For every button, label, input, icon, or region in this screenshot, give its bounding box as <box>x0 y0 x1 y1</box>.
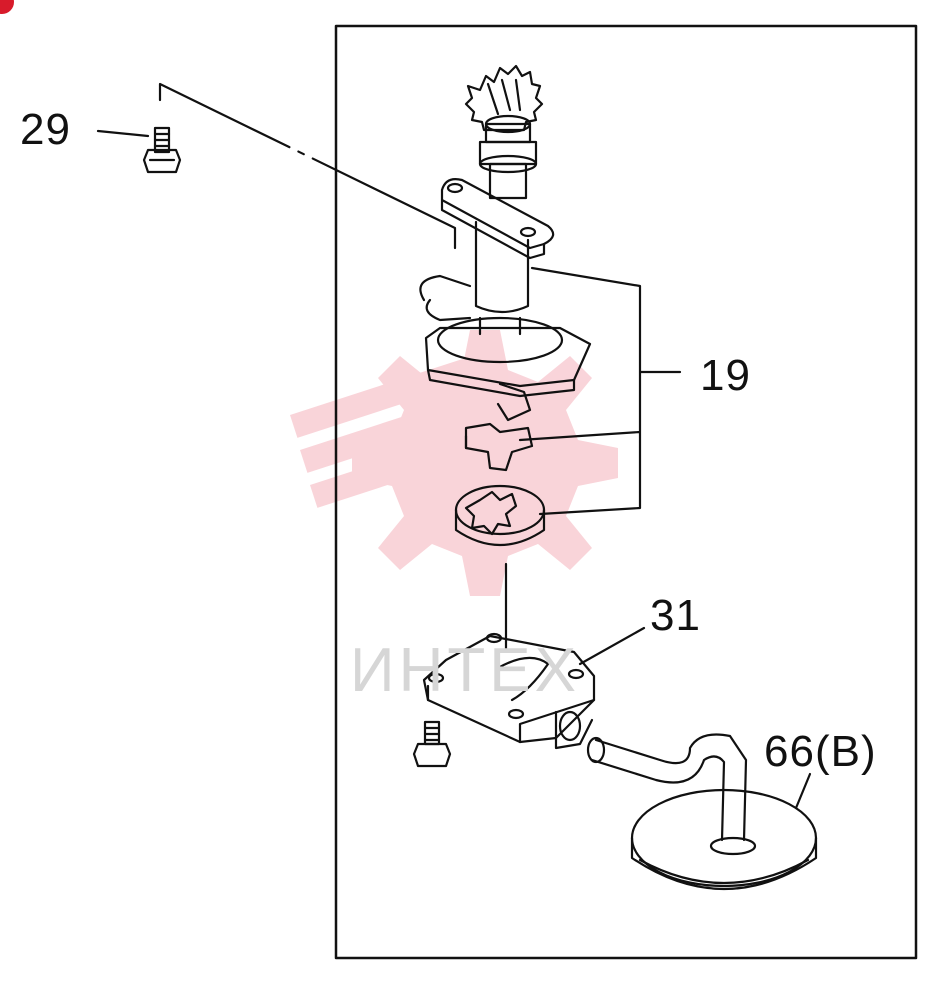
pump-body <box>419 274 592 422</box>
callout-66b: 66(B) <box>764 727 877 776</box>
pickup-pipe <box>586 733 748 842</box>
callout-line-66 <box>794 772 812 810</box>
bolt-29-icon <box>142 126 182 174</box>
watermark-gear-logo <box>290 330 618 596</box>
outer-rotor <box>454 484 546 546</box>
callout-line-29 <box>96 129 150 138</box>
mounting-flange <box>440 178 555 260</box>
pump-shaft <box>478 122 538 200</box>
oil-strainer <box>630 788 818 890</box>
diagram-frame <box>334 24 918 960</box>
pump-cover <box>422 632 596 750</box>
callout-29: 29 <box>20 105 71 154</box>
bracket-19 <box>518 266 682 516</box>
inner-rotor <box>464 422 534 472</box>
pump-neck <box>474 220 530 314</box>
watermark-text: ИНТЕХ <box>350 636 580 705</box>
callout-31: 31 <box>650 591 701 640</box>
callout-19: 19 <box>700 351 751 400</box>
leader-line-29 <box>158 82 457 250</box>
callout-line-31 <box>578 626 646 666</box>
drive-gear-icon <box>464 64 544 134</box>
cover-bolt-icon <box>412 720 452 768</box>
